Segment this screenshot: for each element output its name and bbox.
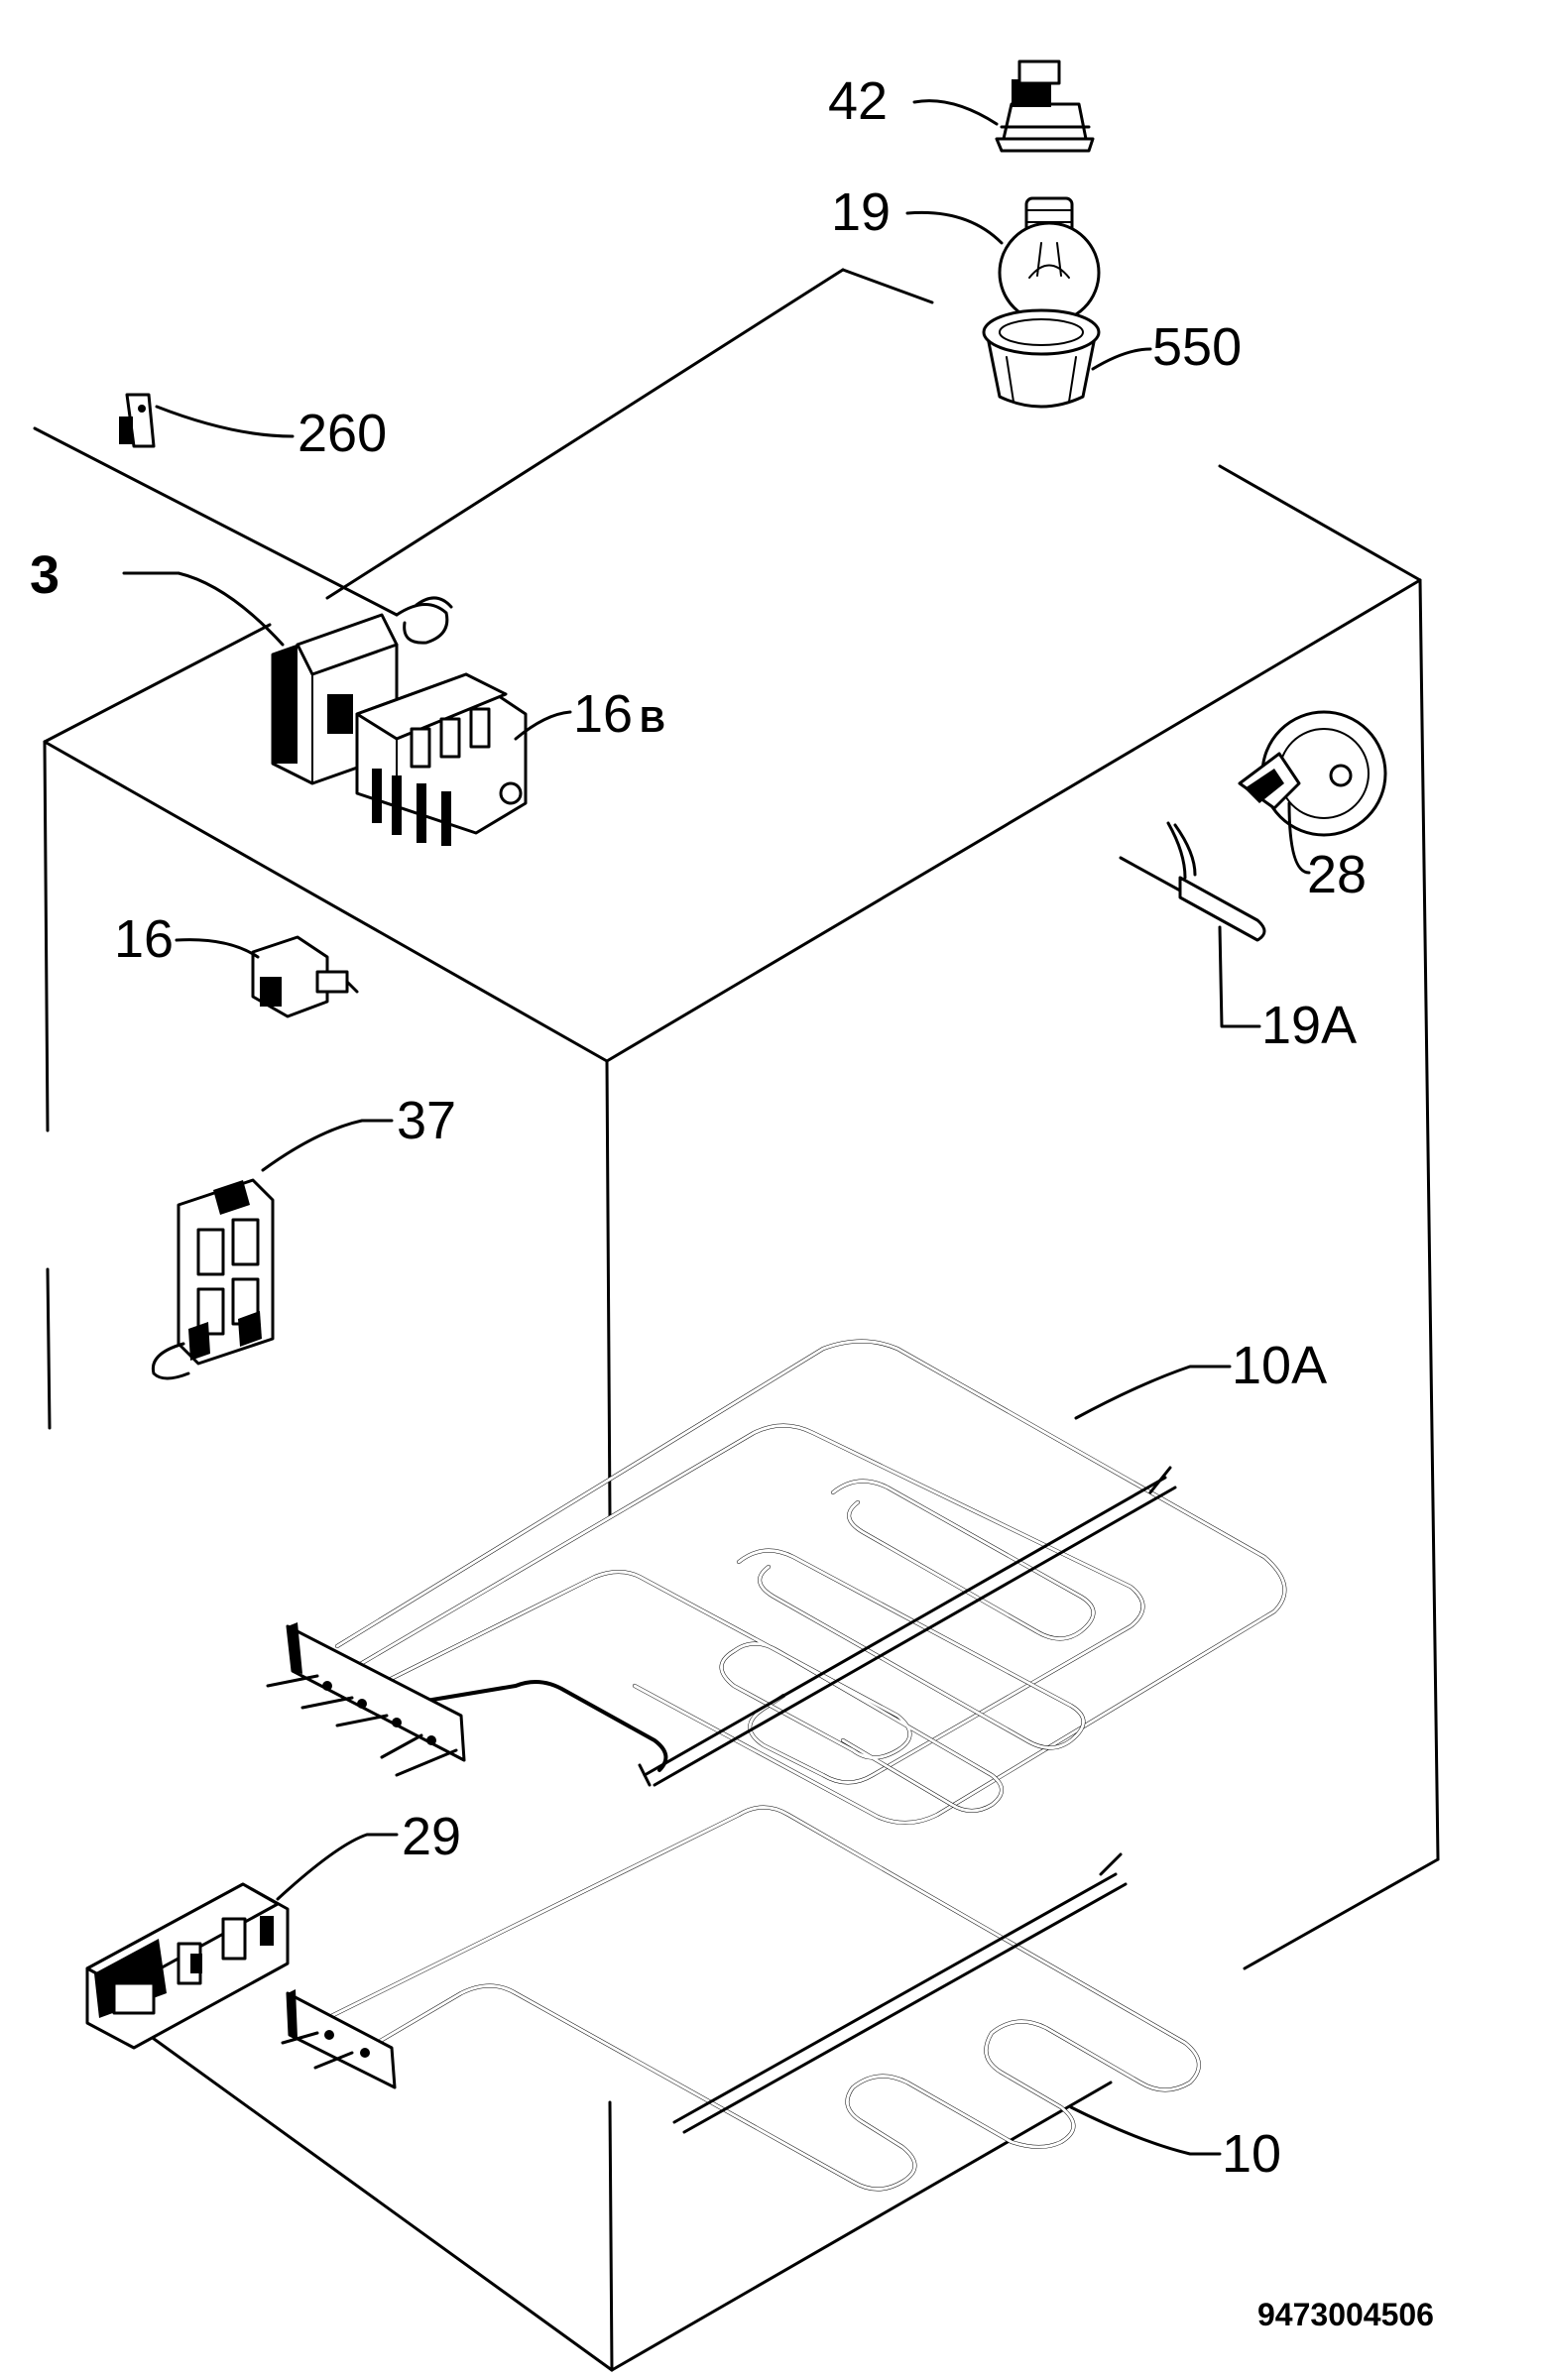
selector-switch-part-16b (355, 672, 528, 846)
leader-16b (514, 710, 572, 741)
label-19a: 19A (1261, 996, 1357, 1055)
grill-element-part-10a (266, 1339, 1287, 1826)
label-29: 29 (402, 1807, 461, 1866)
terminal-block-part-37 (151, 1178, 275, 1380)
leader-260 (155, 405, 295, 438)
label-10a: 10A (1232, 1336, 1327, 1395)
bracket-part-260 (119, 393, 156, 448)
leader-550 (1091, 347, 1152, 371)
leader-19a (1218, 925, 1261, 1028)
leader-29 (276, 1833, 399, 1901)
lamp-holder-part-42 (995, 60, 1095, 153)
label-16b-suffix: B (640, 699, 665, 740)
lamp-bulb-part-19 (998, 196, 1101, 324)
switch-terminals (372, 707, 491, 846)
temperature-sensor-part-19a (1119, 821, 1266, 942)
leader-3b (177, 571, 285, 647)
leader-42 (912, 99, 999, 126)
drawing-code: 9473004506 (1257, 2297, 1434, 2332)
lamp-cover-part-550 (982, 308, 1101, 409)
heating-element-part-10 (281, 1805, 1201, 2192)
label-16: 16 (114, 909, 174, 969)
push-switch-part-16 (251, 935, 359, 1018)
leader-19 (905, 210, 1004, 245)
label-42: 42 (828, 71, 888, 131)
energy-regulator-part-29 (85, 1882, 290, 2050)
label-37: 37 (397, 1091, 456, 1150)
oven-cabinet-outline (43, 268, 1440, 2372)
label-16b-number: 16 (573, 684, 633, 744)
label-550: 550 (1152, 317, 1242, 377)
leader-10 (1069, 2105, 1222, 2156)
label-19: 19 (831, 182, 891, 242)
leader-37 (261, 1119, 394, 1172)
leader-16 (175, 938, 260, 959)
label-3: 3 (30, 545, 60, 605)
motor-part-28 (1238, 710, 1387, 837)
leader-28 (1287, 801, 1311, 875)
label-10: 10 (1222, 2124, 1281, 2184)
leader-10a (1074, 1365, 1232, 1420)
label-260: 260 (298, 404, 387, 463)
label-28: 28 (1307, 845, 1367, 904)
